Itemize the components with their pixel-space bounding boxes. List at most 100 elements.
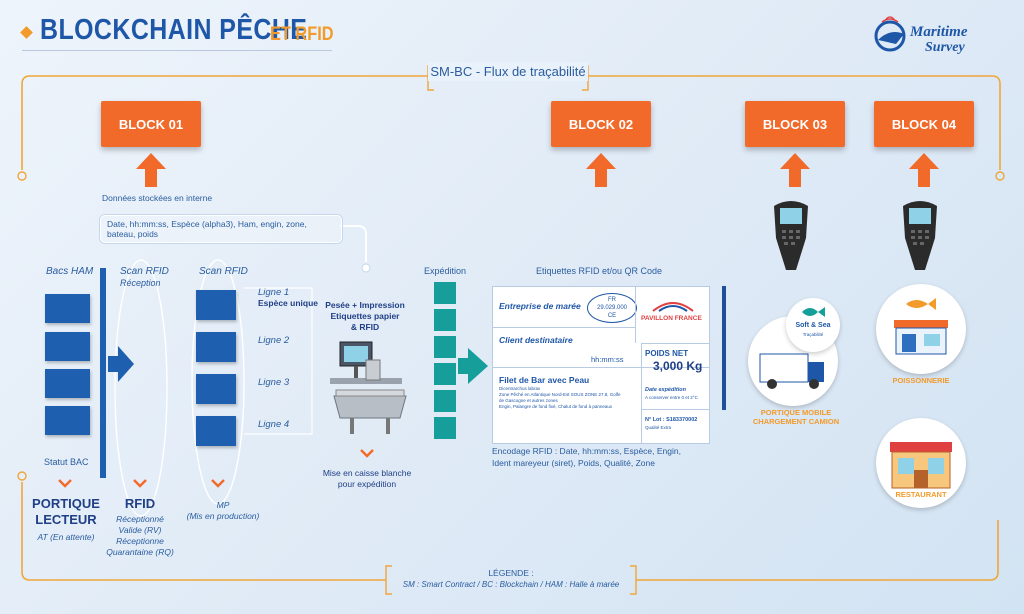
scan-reception-sub: Réception — [120, 278, 161, 288]
card-product-latin: Dicentrarchus labrax — [499, 386, 541, 391]
rfid-status: Réceptionné Valide (RV) Réceptionne Quar… — [100, 514, 180, 558]
rfid-status-line2: Valide (RV) — [118, 525, 162, 535]
encodage-line1: Encodage RFID : Date, hh:mm:ss, Espèce, … — [492, 446, 681, 456]
scan-reception-header: Scan RFID — [120, 266, 169, 277]
restaurant-image — [876, 418, 966, 508]
card-date-exp: Date expédition — [645, 387, 686, 393]
legend-title: LÉGENDE : — [488, 568, 534, 578]
pesee-label-line1: Pesée + Impression — [325, 300, 405, 310]
card-time: hh:mm:ss — [591, 355, 624, 364]
card-poids-label: POIDS NET — [645, 349, 689, 358]
shop-icon — [894, 298, 948, 355]
soft-sea-label: Soft & Sea — [795, 322, 831, 329]
card-divider — [493, 367, 709, 368]
ligne-label-3: Ligne 3 — [258, 377, 290, 388]
expedition-box — [434, 336, 456, 358]
scan-lines-header: Scan RFID — [199, 266, 248, 277]
page-title-suffix: ET RFID — [270, 24, 334, 45]
pesee-label-line3: & RFID — [350, 322, 380, 332]
logo-text-line2: Survey — [925, 40, 965, 55]
encodage-line2: Ident mareyeur (siret), Poids, Qualité, … — [492, 458, 655, 468]
pesee-caption-line1: Mise en caisse blanche — [322, 468, 412, 478]
mp-status: MP (Mis en production) — [178, 500, 268, 522]
portique-title-line1: PORTIQUE — [32, 496, 100, 511]
logo-text-line1: Maritime — [910, 24, 968, 40]
block-01: BLOCK 01 — [101, 101, 201, 147]
soft-sea-badge: Soft & Sea Traçabilité — [786, 298, 840, 352]
ligne-label-1-extra: Espèce unique — [258, 298, 318, 308]
chevron-down-icon — [211, 479, 225, 488]
ligne-box-1 — [196, 290, 236, 320]
chevron-down-icon — [133, 479, 147, 488]
stamp-line1: FR — [608, 297, 616, 303]
card-qualite: Qualité Extra — [645, 425, 672, 430]
card-product-detail2: de Gascogne et autres zones — [499, 398, 558, 403]
bac-item — [45, 332, 90, 361]
encodage-text: Encodage RFID : Date, hh:mm:ss, Espèce, … — [492, 445, 681, 469]
expedition-box — [434, 363, 456, 385]
rfid-status-line1: Réceptionné — [116, 514, 164, 524]
chevron-down-icon — [360, 449, 374, 458]
up-arrow-icon — [586, 153, 616, 187]
legend-text: SM : Smart Contract / BC : Blockchain / … — [402, 580, 620, 589]
mp-sub: (Mis en production) — [186, 511, 260, 521]
portique-mobile-image — [748, 316, 838, 406]
expedition-header: Expédition — [424, 266, 467, 276]
pavillon-logo-icon — [652, 302, 694, 312]
portique-mobile-line1: PORTIQUE MOBILE — [760, 408, 832, 417]
card-divider — [635, 287, 636, 343]
card-pavillon: PAVILLON FRANCE — [641, 315, 702, 322]
chevron-down-icon — [58, 479, 72, 488]
statut-bac-label: Statut BAC — [44, 457, 89, 467]
maritime-survey-logo — [874, 16, 906, 52]
portique-title-line2: LECTEUR — [35, 512, 97, 527]
restaurant-icon — [890, 442, 952, 489]
card-conserver: A conserver entre 0 et 2°C — [645, 395, 698, 400]
block-04: BLOCK 04 — [874, 101, 974, 147]
ligne-box-2 — [196, 332, 236, 362]
stored-fields-box: Date, hh:mm:ss, Espèce (alpha3), Ham, en… — [100, 215, 342, 243]
truck-icon — [759, 353, 824, 389]
poissonnerie-caption: POISSONNERIE — [892, 376, 950, 385]
pesee-label-line2: Etiquettes papier — [330, 311, 400, 321]
block-03: BLOCK 03 — [745, 101, 845, 147]
fish-icon — [802, 307, 825, 317]
card-lot: N° Lot : S183370002 — [645, 417, 698, 423]
up-arrow-icon — [780, 153, 810, 187]
rfid-scanner-icon — [774, 201, 808, 270]
up-arrow-icon — [909, 153, 939, 187]
restaurant-caption: RESTAURANT — [895, 490, 947, 499]
poissonnerie-image — [876, 284, 966, 374]
rfid-title: RFID — [124, 496, 156, 511]
expedition-box — [434, 309, 456, 331]
up-arrow-icon — [136, 153, 166, 187]
stamp-line3: CE — [607, 313, 617, 319]
card-entreprise: Entreprise de marée — [499, 301, 581, 311]
portique-status: AT (En attente) — [37, 532, 95, 542]
portique-lecteur-title: PORTIQUE LECTEUR — [30, 496, 102, 528]
stored-data-label: Données stockées en interne — [102, 193, 213, 203]
bac-item — [45, 369, 90, 398]
expedition-box — [434, 390, 456, 412]
mp-title: MP — [216, 500, 230, 510]
card-divider — [493, 327, 635, 328]
bac-item — [45, 294, 90, 323]
ligne-box-4 — [196, 416, 236, 446]
ligne-label-4: Ligne 4 — [258, 419, 290, 430]
pesee-caption-line2: pour expédition — [337, 479, 397, 489]
health-stamp: FR 29.029.000 CE — [587, 293, 637, 323]
tracabilite-label: Traçabilité — [802, 332, 824, 337]
block-02: BLOCK 02 — [551, 101, 651, 147]
rfid-status-line3: Réceptionne — [116, 536, 164, 546]
card-client: Client destinataire — [499, 335, 573, 345]
portique-mobile-line2: CHARGEMENT CAMION — [752, 417, 840, 426]
etiquettes-header: Etiquettes RFID et/ou QR Code — [536, 266, 663, 276]
ligne-label-1: Ligne 1 — [258, 287, 290, 298]
card-divider — [641, 343, 642, 443]
bacs-header: Bacs HAM — [46, 266, 94, 277]
label-card: Entreprise de marée FR 29.029.000 CE PAV… — [492, 286, 710, 444]
portique-mobile-caption: PORTIQUE MOBILE CHARGEMENT CAMION — [748, 408, 844, 426]
card-product-detail3: Engin, Palangre de fond fixé, Chalut de … — [499, 404, 613, 409]
stamp-line2: 29.029.000 — [596, 305, 628, 311]
card-divider — [641, 343, 709, 344]
